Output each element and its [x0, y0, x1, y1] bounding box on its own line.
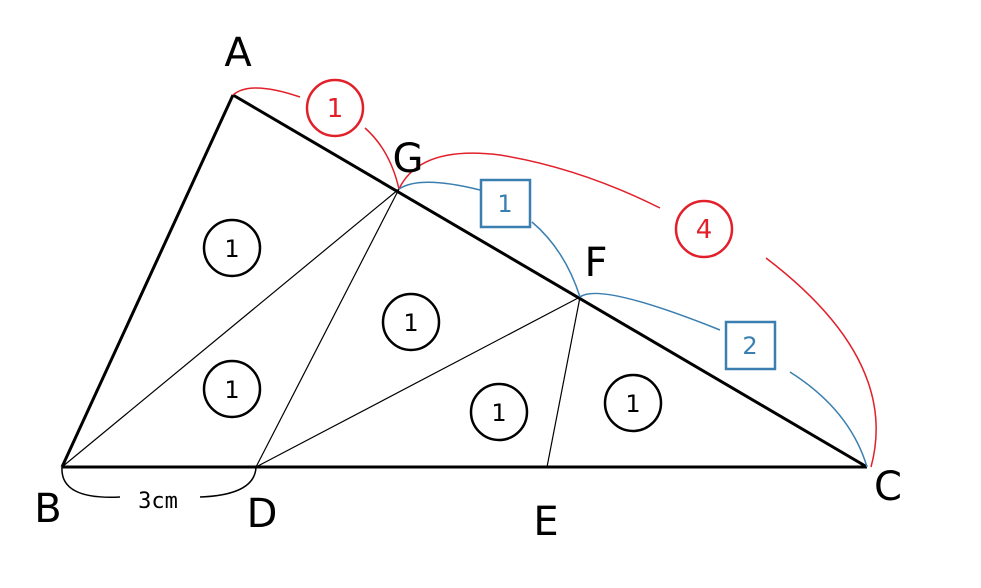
region-circle-bdg: [202, 359, 262, 419]
red-arc-gc-bottom: [765, 257, 877, 468]
vertex-label-d: D: [247, 491, 278, 537]
red-ratio-ag: 1: [327, 94, 344, 124]
blue-ratio-gf: 1: [497, 190, 512, 218]
segment-dg: [255, 188, 400, 468]
region-circle-dgf: [381, 292, 441, 352]
red-circle-gc: [674, 199, 734, 259]
blue-box-fc: [724, 320, 777, 371]
region-label-abg: 1: [224, 235, 239, 263]
segment-df: [255, 296, 581, 468]
vertex-label-b: B: [34, 486, 61, 532]
red-circle-ag: [305, 78, 365, 138]
vertex-label-f: F: [584, 240, 607, 286]
red-arc-ag-right: [364, 127, 400, 190]
blue-arc-gf-left: [398, 181, 481, 191]
blue-box-gf: [479, 178, 532, 229]
red-ratio-gc: 4: [696, 215, 713, 245]
segment-ef: [546, 296, 581, 468]
region-label-dgf: 1: [403, 309, 418, 337]
measure-bd-label: 3cm: [138, 489, 178, 514]
side-ac: [232, 93, 868, 469]
region-label-bdg: 1: [224, 376, 239, 404]
vertex-label-e: E: [533, 499, 558, 545]
red-arc-ag-left: [232, 87, 301, 98]
measure-arc-bd: [61, 466, 257, 498]
side-ab: [60, 94, 235, 468]
region-circle-abg: [202, 218, 262, 278]
red-arc-gc-top: [398, 152, 661, 209]
vertex-label-a: A: [224, 30, 252, 76]
region-label-efc: 1: [625, 390, 640, 418]
segment-bg: [61, 188, 400, 468]
region-label-def: 1: [491, 399, 506, 427]
vertex-label-g: G: [393, 136, 424, 182]
blue-arc-fc-left: [579, 292, 721, 331]
blue-ratio-fc: 2: [742, 332, 757, 360]
region-circle-efc: [603, 373, 663, 433]
blue-arc-fc-right: [789, 371, 868, 468]
vertex-label-c: C: [874, 464, 902, 510]
region-circle-def: [469, 382, 529, 442]
blue-arc-gf-right: [531, 221, 581, 298]
